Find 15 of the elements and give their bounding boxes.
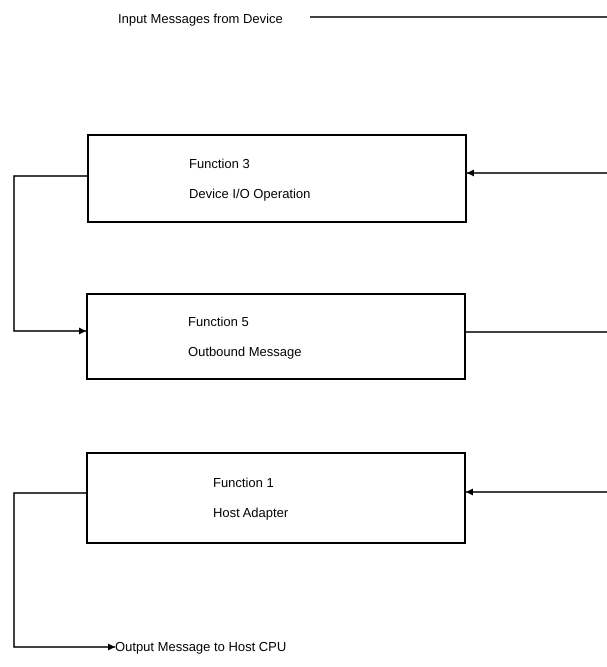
function-name: Host Adapter: [213, 505, 290, 521]
connector-arrow: [467, 170, 607, 176]
function-box: [87, 134, 467, 223]
function-number: Function 5: [188, 314, 250, 330]
function-box: [86, 293, 466, 380]
function-name: Device I/O Operation: [189, 186, 312, 202]
function-box: [86, 452, 466, 544]
flow-label: Input Messages from Device: [118, 9, 308, 29]
flow-label: Output Message to Host CPU: [115, 637, 335, 657]
function-number: Function 1: [213, 475, 275, 491]
connector-arrow: [13, 175, 87, 334]
function-number: Function 3: [189, 156, 251, 172]
connector-arrow: [466, 488, 607, 496]
connector-arrow: [13, 492, 115, 650]
function-name: Outbound Message: [188, 344, 302, 360]
